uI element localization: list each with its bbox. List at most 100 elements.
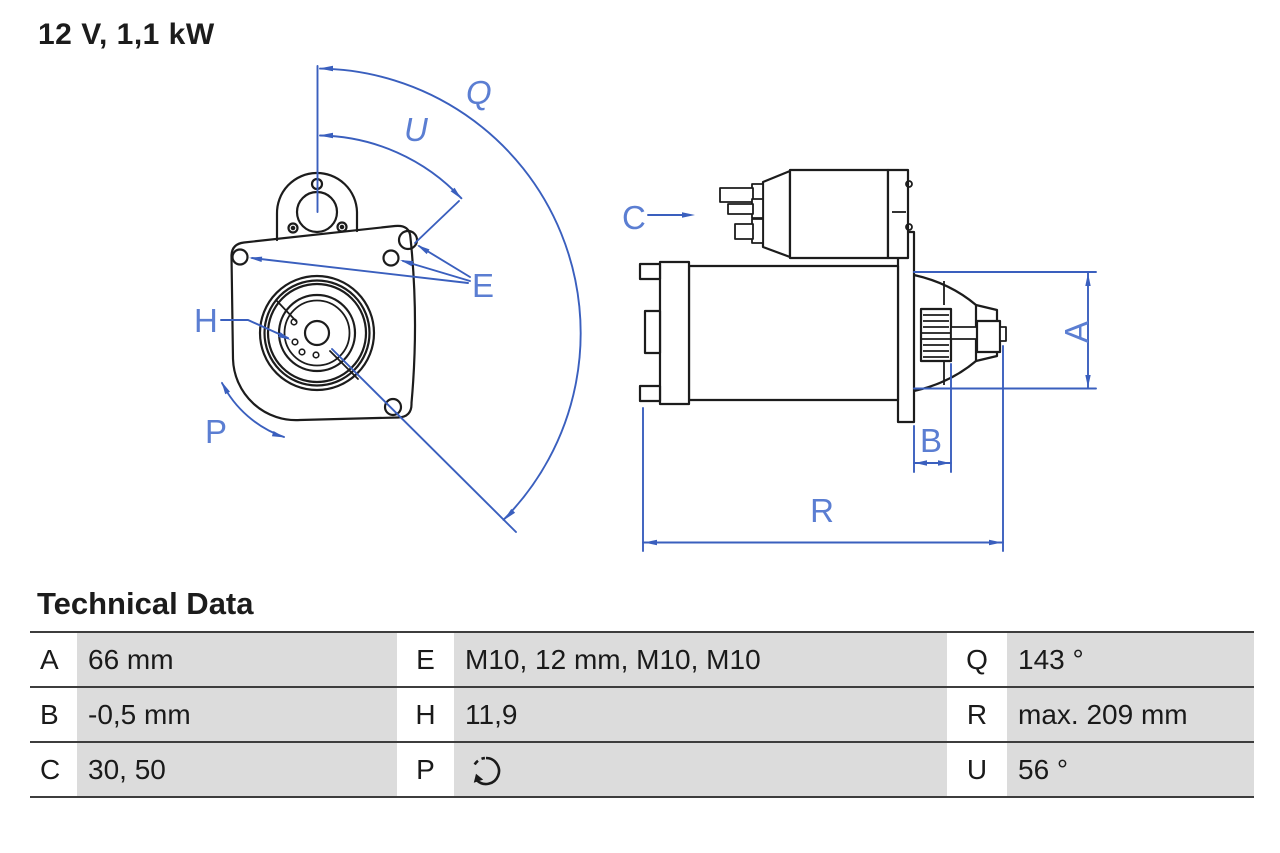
side-view-arrowheads (644, 212, 1091, 546)
mounting-hole-middle-right (382, 249, 400, 267)
table-key-q: Q (947, 633, 1007, 688)
dim-label-e: E (472, 267, 494, 304)
drive-end-ring-3 (266, 282, 368, 384)
dim-label-c: C (622, 199, 646, 236)
table-value-e: M10, 12 mm, M10, M10 (454, 633, 947, 688)
solenoid-end-stud-top (905, 180, 913, 188)
angle-q-radius-line (331, 348, 517, 533)
r-arrow-right (989, 539, 1002, 546)
table-key-c: C (30, 743, 77, 798)
technical-drawing: Q U E H P (194, 65, 1097, 552)
shaft-hub (950, 326, 978, 340)
table-value-b: -0,5 mm (77, 688, 397, 743)
flange-plate (896, 230, 916, 424)
drive-end-ring-1 (258, 274, 376, 392)
terminal-blade-2 (727, 203, 754, 215)
table-value-h: 11,9 (454, 688, 947, 743)
end-cap-block-middle (643, 309, 662, 355)
mounting-hole-top-left (231, 248, 249, 266)
dim-label-r: R (810, 492, 834, 529)
p-arrow-upper (221, 381, 230, 395)
rotation-direction-icon (473, 756, 501, 785)
dim-label-q: Q (466, 74, 492, 111)
page-title: 12 V, 1,1 kW (38, 18, 215, 51)
q-arc-start-arrow (319, 65, 333, 72)
u-arc-start-arrow (319, 132, 333, 139)
q-arc-end-arrow (504, 508, 516, 520)
terminal-blade-3 (734, 223, 754, 240)
a-arrow-bottom (1085, 375, 1091, 388)
table-value-c: 30, 50 (77, 743, 397, 798)
rotation-p-arc (221, 382, 285, 438)
end-cap-tab-bottom (638, 384, 662, 403)
terminal-blade-1 (719, 187, 754, 203)
e-leader-middle (402, 260, 471, 282)
mounting-hole-bottom-right (383, 397, 403, 417)
table-value-q: 143 ° (1007, 633, 1254, 688)
pinion-tooth-3 (298, 348, 306, 356)
dim-label-u: U (404, 111, 428, 148)
dim-label-h: H (194, 302, 218, 339)
table-key-p: P (397, 743, 454, 798)
table-key-u: U (947, 743, 1007, 798)
bell-top-curve (913, 273, 977, 306)
tab-rivet-left-dot (290, 225, 296, 231)
table-value-a: 66 mm (77, 633, 397, 688)
solenoid-taper (761, 169, 792, 259)
technical-data-title: Technical Data (37, 586, 254, 621)
angle-q-arc (319, 67, 582, 521)
h-arrow (278, 332, 291, 340)
bell-bottom-curve (913, 360, 977, 393)
table-key-b: B (30, 688, 77, 743)
c-arrow (682, 212, 695, 218)
solenoid-end-stud-bottom (905, 223, 913, 231)
dim-label-b: B (920, 422, 942, 459)
table-value-u: 56 ° (1007, 743, 1254, 798)
mounting-flange-outline (230, 224, 417, 422)
pinion-tooth-2 (291, 338, 299, 346)
side-view-dimensions (642, 214, 1097, 552)
table-value-p (454, 743, 947, 798)
e-arrow-middle (400, 260, 414, 267)
e-arrow-top-right (417, 245, 430, 255)
end-cap-tab-top (638, 262, 662, 281)
table-key-a: A (30, 633, 77, 688)
angle-u-radius-line (414, 200, 460, 244)
front-view-arrowheads (221, 65, 516, 520)
tab-rivet-left (287, 222, 299, 234)
a-arrow-top (1085, 273, 1091, 286)
h-leader-line (220, 319, 289, 339)
dim-label-p: P (205, 413, 227, 450)
end-cap (658, 260, 691, 406)
solenoid-body (788, 168, 890, 260)
b-arrow-right (938, 460, 950, 466)
tab-rivet-right-dot (339, 224, 345, 230)
mounting-hole-top-right (397, 229, 419, 251)
table-value-r: max. 209 mm (1007, 688, 1254, 743)
pinion-shaft (303, 319, 331, 347)
dim-label-a: A (1058, 321, 1095, 343)
r-arrow-left (644, 539, 657, 546)
solenoid-end-cap (886, 168, 910, 260)
shaft-tip (999, 326, 1007, 342)
motor-body (687, 264, 900, 402)
side-view-drawing (638, 168, 1007, 424)
u-arc-end-arrow (450, 187, 462, 199)
angle-u-arc (319, 134, 463, 200)
e-leader-top-left (251, 257, 469, 284)
pinion-circle (283, 299, 351, 367)
table-key-r: R (947, 688, 1007, 743)
shaft-boss (975, 319, 1002, 354)
pinion-chord-upper (276, 300, 297, 322)
front-view-drawing (230, 171, 419, 422)
table-key-h: H (397, 688, 454, 743)
pinion-tooth-1 (290, 318, 298, 326)
pinion-gear (919, 307, 953, 363)
p-arrow-lower (271, 431, 285, 438)
drive-end-ring-2 (263, 279, 371, 387)
e-arrow-top-left (249, 256, 263, 262)
front-view-dimensions (220, 65, 582, 533)
table-key-e: E (397, 633, 454, 688)
technical-data-table: A 66 mm E M10, 12 mm, M10, M10 Q 143 ° B… (30, 631, 1254, 798)
